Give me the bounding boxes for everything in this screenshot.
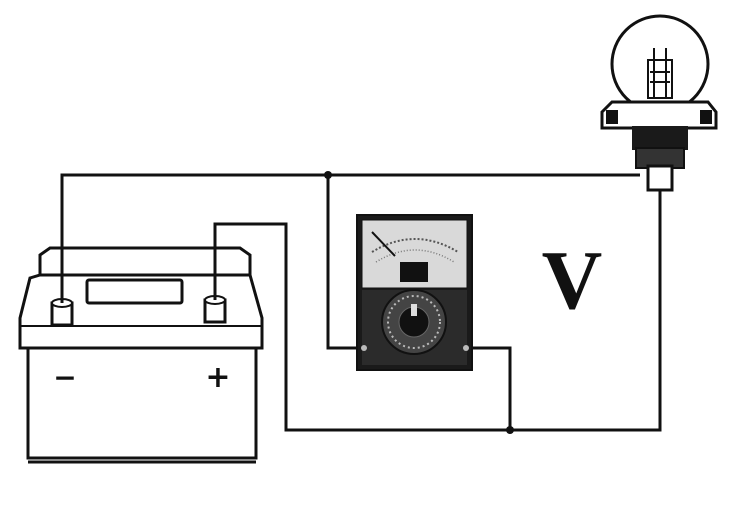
bulb-terminal-tab: [646, 164, 674, 192]
bulb-socket: [632, 126, 688, 150]
negative-terminal: [50, 298, 74, 327]
battery-lid-plate: [85, 278, 184, 305]
voltmeter: [356, 214, 473, 371]
battery-top-ridge: [38, 246, 252, 277]
junction-bottom: [506, 426, 514, 434]
battery-body: [26, 346, 258, 460]
voltmeter-selector-ring: [387, 295, 441, 349]
voltmeter-selector-pointer: [411, 304, 417, 316]
junction-top: [324, 171, 332, 179]
wires: [60, 171, 662, 434]
voltmeter-jack-right: [463, 345, 469, 351]
wire-branch-to-meter: [326, 175, 360, 350]
bulb-filament: [650, 71, 670, 83]
battery-lid: [18, 273, 264, 350]
light-bulb: [600, 14, 718, 192]
voltmeter-pivot: [400, 262, 428, 282]
bulb-flange: [600, 100, 718, 130]
wire-meter-to-bottom: [472, 346, 512, 430]
voltage-symbol-label: V: [542, 234, 603, 327]
negative-sign: −: [53, 361, 76, 394]
battery: − +: [18, 246, 264, 464]
voltmeter-scale-arc: [371, 238, 459, 253]
wire-positive-to-bottom: [213, 190, 662, 432]
bulb-filament-housing: [647, 59, 673, 99]
positive-sign: +: [205, 360, 230, 395]
voltmeter-jack-left: [361, 345, 367, 351]
wire-negative-to-bulb: [60, 173, 640, 303]
voltmeter-needle: [371, 231, 396, 257]
